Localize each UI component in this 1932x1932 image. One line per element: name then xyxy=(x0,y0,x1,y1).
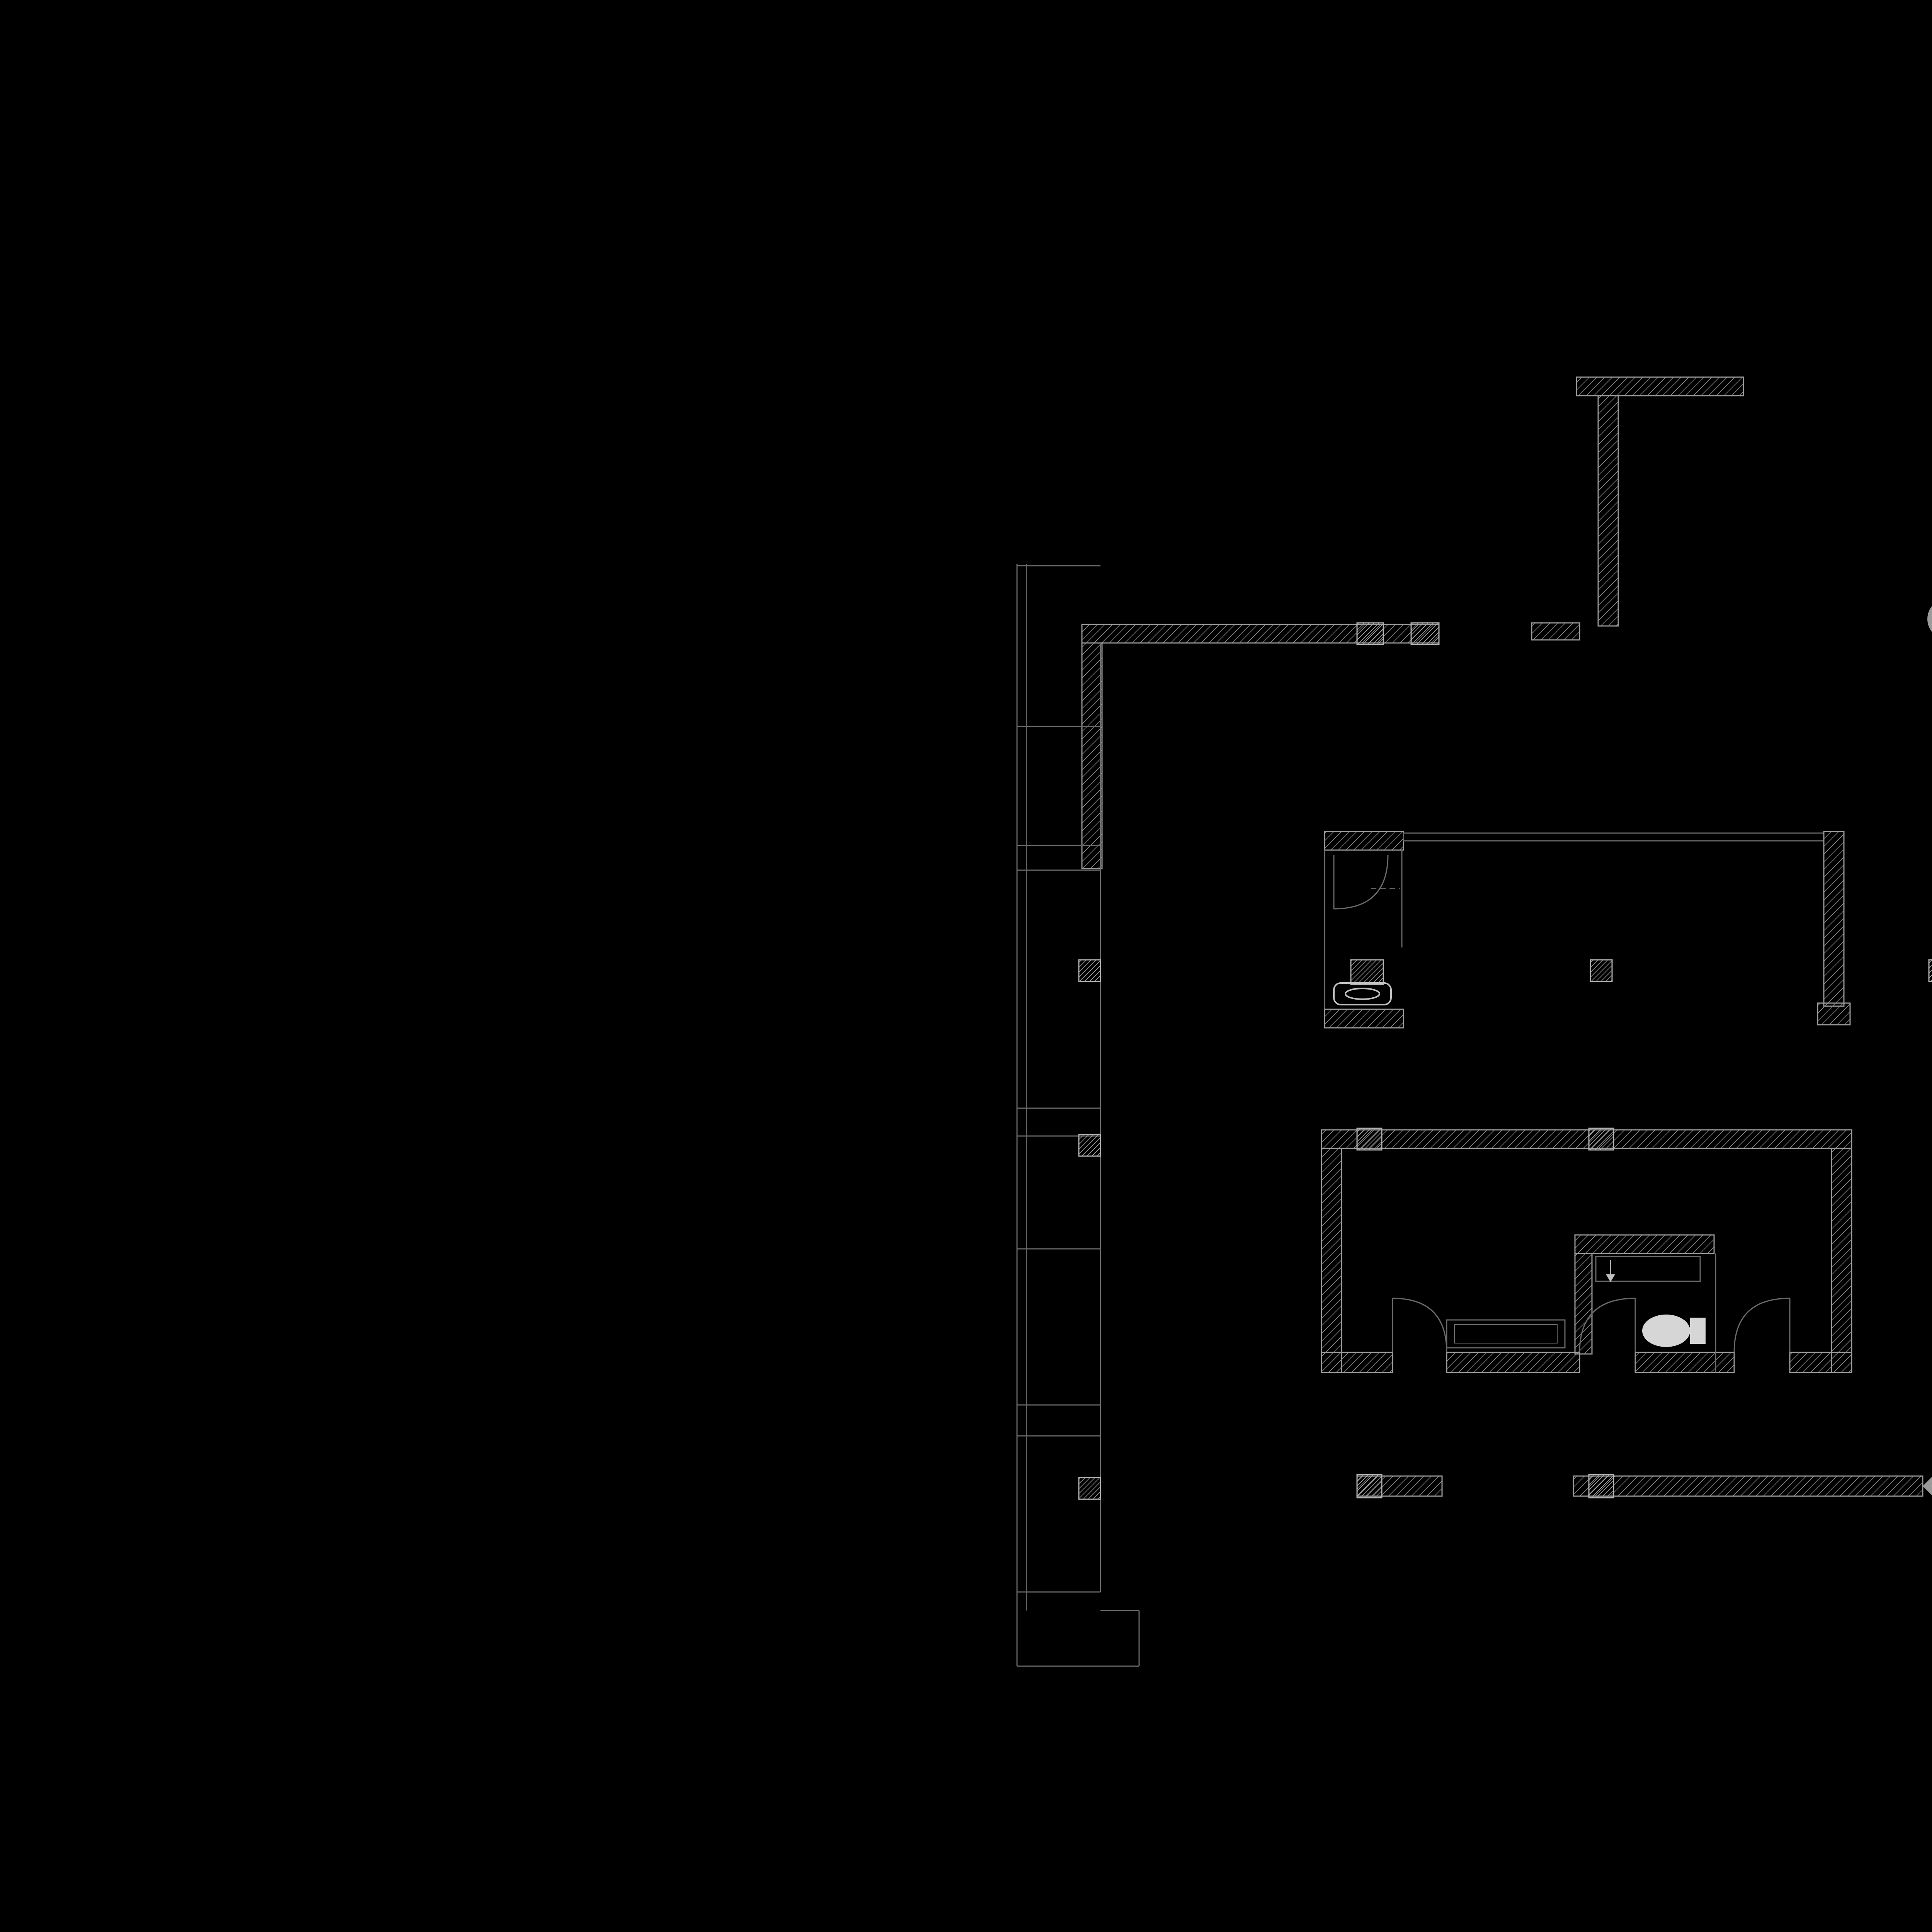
core-right-wall-foot xyxy=(1817,1002,1851,1026)
column-in-upper-wall xyxy=(1356,622,1384,645)
vanity-counter-inner xyxy=(1454,1324,1558,1344)
column xyxy=(1590,959,1613,982)
diamond-column-marker xyxy=(1923,1477,1932,1495)
structural-columns xyxy=(1078,959,1932,1500)
core-right-wall xyxy=(1823,831,1845,1007)
glazed-partition xyxy=(1403,832,1825,842)
toilet-tank xyxy=(1690,1318,1706,1344)
south-wall-line xyxy=(1356,1474,1932,1498)
restroom-bottom-wall-c xyxy=(1634,1352,1735,1373)
core-top-wall xyxy=(1324,831,1404,851)
wall-north-horizontal xyxy=(1576,376,1744,396)
restroom-bottom-wall-a xyxy=(1321,1352,1393,1373)
upper-core-room xyxy=(1324,831,1851,1029)
door-swing-arc xyxy=(1579,1298,1636,1353)
door-swing-arc xyxy=(1733,1298,1790,1353)
north-wall-assembly xyxy=(1531,376,1932,641)
south-wall-segment-b xyxy=(1573,1475,1923,1497)
shower-arrow-head xyxy=(1606,1274,1615,1282)
column-in-restroom-wall xyxy=(1356,1128,1383,1151)
column-in-restroom-wall xyxy=(1588,1128,1614,1151)
curtain-wall-west xyxy=(1016,564,1140,1667)
restroom-left-wall xyxy=(1321,1148,1342,1373)
column-in-south-wall xyxy=(1356,1474,1383,1498)
lower-restroom-suite xyxy=(1321,1128,1852,1373)
core-bottom-wall xyxy=(1324,1009,1404,1029)
wall-west-vertical xyxy=(1081,642,1103,869)
door-swing-arc xyxy=(1392,1298,1447,1353)
wall-north-vertical xyxy=(1597,395,1619,627)
restroom-bottom-wall-b xyxy=(1446,1352,1580,1373)
wall-stub-door-jamb xyxy=(1531,622,1580,641)
bath-interior-wall-h xyxy=(1574,1234,1715,1254)
column xyxy=(1078,1477,1101,1500)
door-swing-arc xyxy=(1333,854,1389,910)
sink-basin xyxy=(1345,988,1380,1000)
column xyxy=(1928,959,1932,982)
restroom-bottom-wall-d xyxy=(1789,1352,1852,1373)
upper-main-wall xyxy=(1081,622,1440,869)
column xyxy=(1078,959,1101,982)
shower-area xyxy=(1595,1256,1701,1282)
wall-upper-horizontal xyxy=(1081,624,1440,644)
column-in-closet xyxy=(1350,959,1384,985)
toilet-bowl xyxy=(1642,1315,1690,1347)
restroom-top-wall xyxy=(1321,1129,1852,1149)
column xyxy=(1078,1134,1101,1157)
door-pivot-circle xyxy=(1927,606,1932,632)
restroom-right-wall xyxy=(1831,1148,1852,1373)
column-in-south-wall xyxy=(1588,1474,1614,1498)
sink-counter xyxy=(1333,982,1392,1005)
vanity-counter xyxy=(1446,1319,1566,1349)
column-upper-wall-end xyxy=(1410,622,1440,645)
bath-interior-wall-v xyxy=(1574,1253,1593,1355)
